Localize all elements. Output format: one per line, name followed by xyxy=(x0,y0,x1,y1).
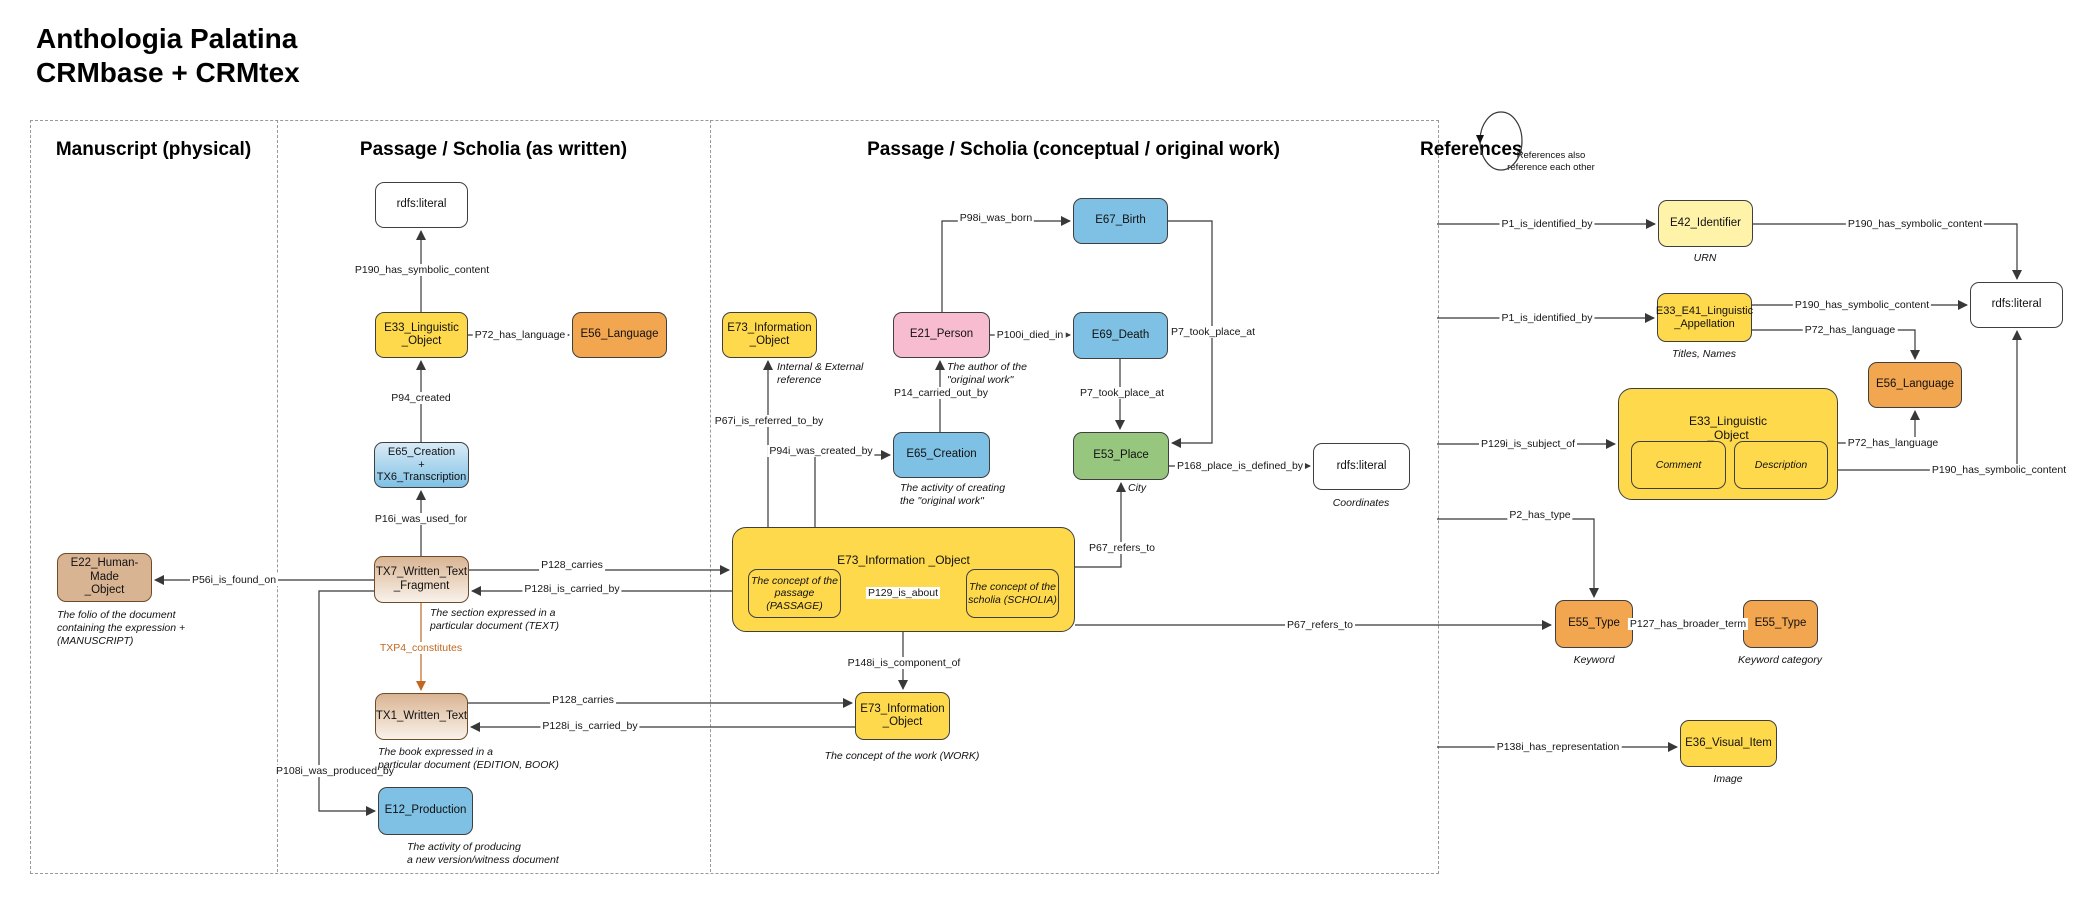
node-e12-production: E12_Production xyxy=(378,787,473,835)
edge-label-p138i: P138i_has_representation xyxy=(1494,741,1622,753)
edge-label-p16i: P16i_was_used_for xyxy=(372,513,470,525)
edge-label-p1-appellation: P1_is_identified_by xyxy=(1499,312,1595,324)
node-e33-linguistic-object-written: E33_Linguistic _Object xyxy=(375,312,468,358)
caption-tx7: The section expressed in a particular do… xyxy=(430,607,559,632)
edge-p108i-was-produced-by xyxy=(318,590,377,817)
node-e42-identifier: E42_Identifier xyxy=(1658,200,1753,247)
node-tx1-written-text: TX1_Written_Text xyxy=(375,693,468,740)
node-scholia-concept: The concept of the scholia (SCHOLIA) xyxy=(966,569,1059,618)
caption-e21: The author of the "original work" xyxy=(947,361,1027,386)
edge-label-p168: P168_place_is_defined_by xyxy=(1174,460,1306,472)
node-rdfs-literal-coordinates: rdfs:literal xyxy=(1313,443,1410,490)
edge-label-p128i-tx7: P128i_is_carried_by xyxy=(522,583,622,595)
edge-label-p129-about: P129_is_about xyxy=(865,587,941,599)
references-self-loop-arrowhead xyxy=(1476,135,1484,144)
section-title-references: References xyxy=(1420,139,1523,160)
edge-label-p2: P2_has_type xyxy=(1507,509,1573,521)
edge-label-p56i: P56i_is_found_on xyxy=(189,574,279,586)
edge-label-p67i: P67i_is_referred_to_by xyxy=(712,415,826,427)
node-e73-information-object-reference: E73_Information _Object xyxy=(722,312,817,358)
node-e21-person: E21_Person xyxy=(893,312,990,358)
edge-label-p72-appellation: P72_has_language xyxy=(1802,324,1898,336)
edge-p190-urn-literal xyxy=(1753,223,2023,281)
edge-label-p100i: P100i_died_in xyxy=(994,329,1066,341)
caption-e12: The activity of producing a new version/… xyxy=(407,841,559,866)
edge-label-p108i: P108i_was_produced_by xyxy=(274,765,396,777)
edge-label-p129i: P129i_is_subject_of xyxy=(1479,438,1577,450)
caption-e33-e41: Titles, Names xyxy=(1671,348,1737,360)
node-e69-death: E69_Death xyxy=(1073,312,1168,359)
edge-label-p127: P127_has_broader_term xyxy=(1627,618,1749,630)
caption-e36-image: Image xyxy=(1713,773,1743,785)
caption-e42-urn: URN xyxy=(1693,252,1717,264)
caption-e65-conceptual: The activity of creating the "original w… xyxy=(900,482,1006,507)
node-rdfs-literal-right: rdfs:literal xyxy=(1970,282,2063,328)
caption-tx1: The book expressed in a particular docum… xyxy=(378,746,559,771)
edge-label-p190-linguistic: P190_has_symbolic_content xyxy=(1929,464,2069,476)
node-e36-visual-item: E36_Visual_Item xyxy=(1680,720,1777,767)
edge-label-p190-urn: P190_has_symbolic_content xyxy=(1845,218,1985,230)
node-description: Description xyxy=(1734,441,1828,489)
edge-label-txp4: TXP4_constitutes xyxy=(377,642,465,654)
edge-label-p94i: P94i_was_created_by xyxy=(767,445,875,457)
node-e56-language-written: E56_Language xyxy=(572,312,667,358)
edge-label-p7-death: P7_took_place_at xyxy=(1077,387,1167,399)
caption-e53-city: City xyxy=(1128,482,1147,494)
edge-label-p128-carries-tx1: P128_carries xyxy=(550,694,616,706)
edge-p67-refers-to-place xyxy=(1075,481,1127,568)
node-e73-information-object-work: E73_Information _Object xyxy=(855,692,950,740)
node-e53-place: E53_Place xyxy=(1073,432,1169,480)
edge-label-p148i: P148i_is_component_of xyxy=(845,657,963,669)
edge-label-p67-up: P67_refers_to xyxy=(1087,542,1157,554)
node-e56-language-references: E56_Language xyxy=(1868,362,1962,408)
caption-e73-top: Internal & External reference xyxy=(777,361,864,386)
caption-e73-work: The concept of the work (WORK) xyxy=(824,750,980,762)
edge-p98i-was-born xyxy=(941,215,1072,312)
caption-coordinates: Coordinates xyxy=(1332,497,1390,509)
node-e33-linguistic-object-references: E33_Linguistic _Object Comment Descripti… xyxy=(1618,388,1838,500)
section-title-manuscript: Manuscript (physical) xyxy=(55,139,252,160)
node-e65-creation-tx6-transcription: E65_Creation + TX6_Transcription xyxy=(374,442,469,488)
section-divider-written-conceptual xyxy=(710,120,711,872)
edge-label-p98i: P98i_was_born xyxy=(957,212,1035,224)
edge-label-p7-birth: P7_took_place_at xyxy=(1168,326,1258,338)
node-tx7-written-text-fragment: TX7_Written_Text _Fragment xyxy=(374,556,469,603)
node-comment: Comment xyxy=(1631,441,1726,489)
edge-label-p190-appellation: P190_has_symbolic_content xyxy=(1792,299,1932,311)
node-e73-big-title: E73_Information _Object xyxy=(837,552,970,567)
node-e33-big-title: E33_Linguistic _Object xyxy=(1688,413,1768,442)
node-e55-type-keyword-category: E55_Type xyxy=(1743,600,1818,648)
node-e65-creation-conceptual: E65_Creation xyxy=(893,432,990,478)
node-rdfs-literal-written: rdfs:literal xyxy=(375,182,468,228)
node-e73-information-object-passage-scholia: E73_Information _Object The concept of t… xyxy=(732,527,1075,632)
diagram-outer-frame xyxy=(30,120,1439,874)
edge-label-p94-created: P94_created xyxy=(389,392,453,404)
edge-label-p190-written: P190_has_symbolic_content xyxy=(352,264,492,276)
edge-label-p72-written: P72_has_language xyxy=(472,329,568,341)
node-e22-human-made-object: E22_Human-Made _Object xyxy=(57,553,152,602)
section-divider-manuscript-written xyxy=(277,120,278,872)
node-passage-concept: The concept of the passage (PASSAGE) xyxy=(748,569,841,618)
edge-label-p128-carries-tx7: P128_carries xyxy=(539,559,605,571)
references-self-loop-note: References also reference each other xyxy=(1507,150,1595,173)
caption-e22: The folio of the document containing the… xyxy=(57,609,186,647)
caption-e55-keyword: Keyword xyxy=(1573,654,1615,666)
node-e55-type-keyword: E55_Type xyxy=(1555,600,1633,648)
caption-e55-keyword-category: Keyword category xyxy=(1737,654,1823,666)
edge-label-p14: P14_carried_out_by xyxy=(892,387,990,399)
section-title-written: Passage / Scholia (as written) xyxy=(359,139,628,160)
section-title-conceptual: Passage / Scholia (conceptual / original… xyxy=(867,139,1280,160)
edge-label-p1-urn: P1_is_identified_by xyxy=(1499,218,1595,230)
edge-label-p67-long: P67_refers_to xyxy=(1285,619,1355,631)
node-e33-e41-linguistic-appellation: E33_E41_Linguistic _Appellation xyxy=(1656,293,1753,342)
edge-label-p72-linguistic: P72_has_language xyxy=(1845,437,1941,449)
edge-label-p128i-tx1: P128i_is_carried_by xyxy=(540,720,640,732)
references-self-loop xyxy=(1479,111,1523,171)
diagram-title: Anthologia Palatina CRMbase + CRMtex xyxy=(36,23,300,88)
node-e67-birth: E67_Birth xyxy=(1073,198,1168,244)
edge-p2-has-type xyxy=(1437,518,1600,599)
